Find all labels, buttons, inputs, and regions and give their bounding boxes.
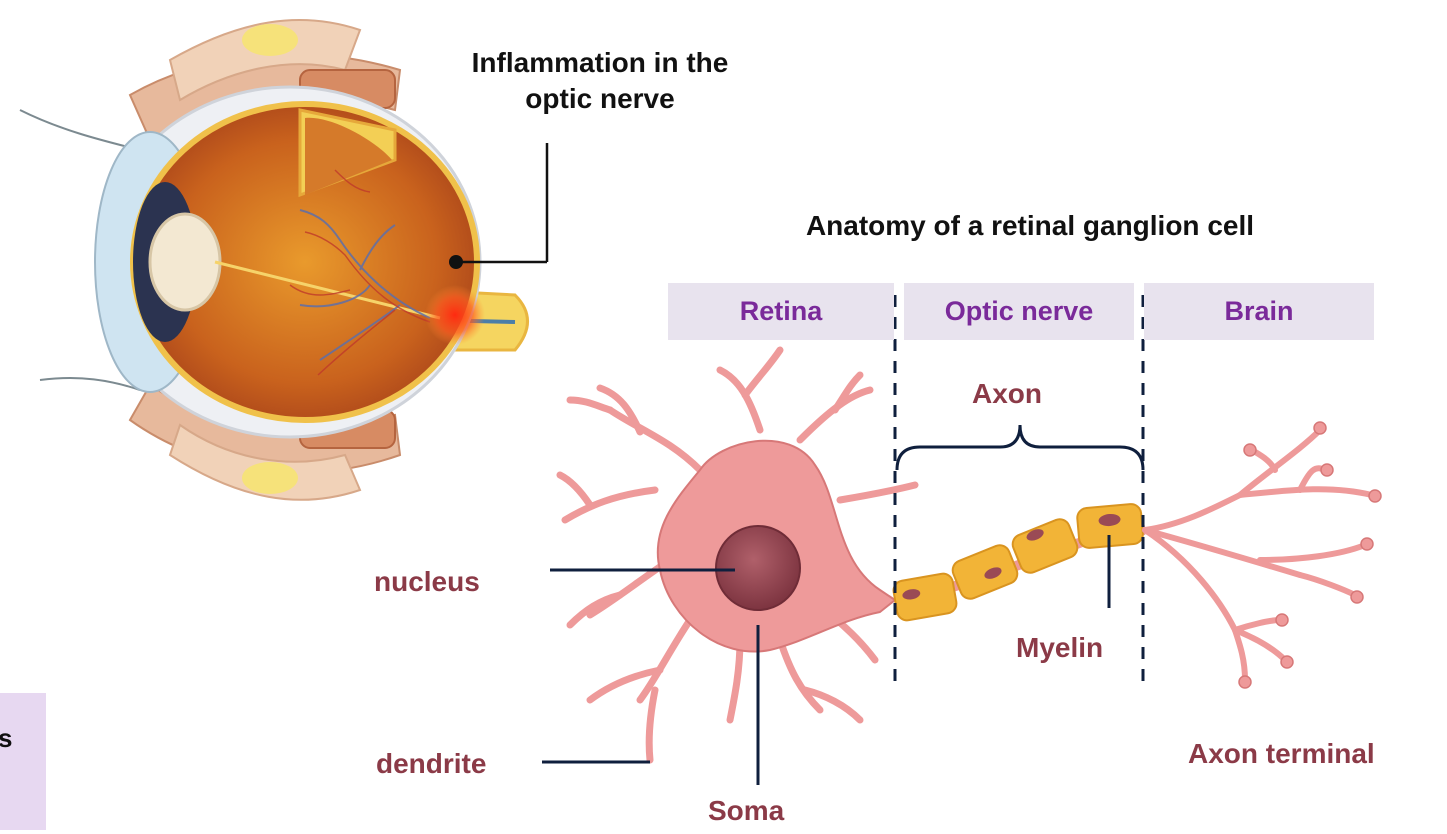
region-brain: Brain: [1144, 283, 1374, 340]
region-retina: Retina: [668, 283, 894, 340]
soma-label: Soma: [708, 795, 784, 827]
dendrite-label: dendrite: [376, 748, 486, 780]
side-note-box: s: [0, 693, 46, 830]
myelin-label: Myelin: [1016, 632, 1103, 664]
cell-title: Anatomy of a retinal ganglion cell: [700, 208, 1360, 244]
inflammation-label-line1: Inflammation in the: [400, 45, 800, 81]
axon-brace: [897, 425, 1143, 470]
axon-terminal-branches: [1145, 430, 1372, 680]
region-optic-nerve: Optic nerve: [904, 283, 1134, 340]
side-note-text: s: [0, 723, 12, 754]
axon-label: Axon: [972, 378, 1042, 410]
axon-terminal-label: Axon terminal: [1188, 738, 1375, 770]
inflammation-label-line2: optic nerve: [400, 81, 800, 117]
inflammation-marker-dot: [449, 255, 463, 269]
inflammation-label: Inflammation in the optic nerve: [400, 45, 800, 117]
nucleus-label: nucleus: [374, 566, 480, 598]
neuron-illustration: [560, 350, 1381, 760]
nucleus-shape: [716, 526, 800, 610]
